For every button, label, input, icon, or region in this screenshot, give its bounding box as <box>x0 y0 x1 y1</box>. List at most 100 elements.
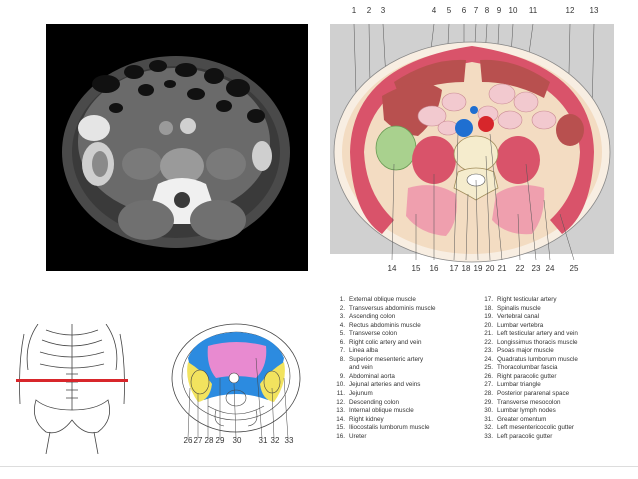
legend-item: 19. Vertebral canal <box>482 313 634 322</box>
abdominal-wall-muscle <box>350 46 594 234</box>
ct-aorta <box>180 118 196 134</box>
legend-item: 3.Ascending colon <box>334 313 479 322</box>
label-21: 21 <box>497 264 507 273</box>
label-29: 29 <box>215 436 225 445</box>
label-26: 26 <box>183 436 193 445</box>
small-right-kidney <box>190 369 210 395</box>
legend-item: 14. Right kidney <box>334 416 479 425</box>
label-14: 14 <box>387 264 397 273</box>
small-label-row: 26 27 28 29 30 31 32 33 <box>168 436 304 450</box>
legend-item: 31.Greater omentum <box>482 416 634 425</box>
legend-text: Psoas major muscle <box>497 347 554 355</box>
legend-number: 10. <box>336 381 345 389</box>
legend-number: 14. <box>336 415 345 423</box>
peritoneal-spaces-diagram <box>171 323 301 438</box>
label-9: 9 <box>496 6 502 15</box>
vena-cava <box>478 116 494 132</box>
legend-number: 30. <box>484 407 493 415</box>
ct-psoas-right <box>206 148 246 180</box>
arms <box>19 333 125 405</box>
legend-item: 25. Thoracolumbar fascia <box>482 364 634 373</box>
label-8: 8 <box>484 6 490 15</box>
legend-text: Posterior pararenal space <box>497 390 570 398</box>
legend-number: 23. <box>484 347 493 355</box>
rectus-abdominis-left <box>480 59 550 98</box>
ct-back-muscle-left <box>118 200 174 240</box>
label-33: 33 <box>284 436 294 445</box>
legend-text: Lumbar lymph nodes <box>497 407 556 415</box>
back-muscles-left <box>492 185 545 235</box>
legend-text: Right kidney <box>349 415 384 423</box>
legend-item: 7.Linea alba <box>334 347 479 356</box>
legend-text: Longissimus thoracis muscle <box>497 338 578 346</box>
label-11: 11 <box>528 6 538 15</box>
axial-section-diagram <box>330 24 614 263</box>
legend-number: 16. <box>336 432 345 440</box>
legend-number: 22. <box>484 338 493 346</box>
legend-number: 29. <box>484 398 493 406</box>
ct-right-kidney-core <box>92 151 108 177</box>
label-27: 27 <box>193 436 203 445</box>
label-10: 10 <box>508 6 518 15</box>
legend-text: Ureter <box>349 432 367 440</box>
legend-item: 16. Ureter <box>334 433 479 442</box>
jejunum-loops <box>417 83 557 136</box>
legend-text: Vertebral canal <box>497 313 540 321</box>
label-13: 13 <box>589 6 599 15</box>
label-4: 4 <box>431 6 437 15</box>
label-23: 23 <box>531 264 541 273</box>
legend-number: 9. <box>339 372 345 380</box>
legend-item: 17.Right testicular artery <box>482 296 634 305</box>
small-leader-lines <box>187 357 289 438</box>
label-22: 22 <box>515 264 525 273</box>
label-17: 17 <box>449 264 459 273</box>
label-1: 1 <box>351 6 357 15</box>
label-19: 19 <box>473 264 483 273</box>
legend-text: Jejunum <box>349 390 373 398</box>
legend-text: Lumbar vertebra <box>497 321 544 329</box>
legend-number: 1. <box>339 296 345 303</box>
pelvis <box>33 399 111 434</box>
ct-scan-image <box>46 24 308 271</box>
leader-lines-bottom <box>391 133 575 261</box>
bottom-divider <box>0 466 638 467</box>
legend-text: Abdominal aorta <box>349 372 395 380</box>
legend-item: 22. Longissimus thoracis muscle <box>482 339 634 348</box>
label-7: 7 <box>473 6 479 15</box>
legend-item: 12.Descending colon <box>334 399 479 408</box>
small-spine-and-back <box>207 389 265 427</box>
legend-text: Transversus abdominis muscle <box>349 304 436 312</box>
psoas-major-right <box>412 136 456 184</box>
legend-number: 19. <box>484 313 493 321</box>
space-pink <box>207 342 267 378</box>
femurs <box>45 431 99 454</box>
legend-text: Superior mesenteric artery <box>349 355 424 363</box>
legend-number: 25. <box>484 364 493 372</box>
label-6: 6 <box>461 6 467 15</box>
legend-number: 2. <box>339 304 345 312</box>
ct-back-muscle-right <box>190 200 246 240</box>
legend-number: 8. <box>339 355 345 363</box>
label-24: 24 <box>545 264 555 273</box>
section-level-marker <box>16 379 128 382</box>
legend-text: Thoracolumbar fascia <box>497 364 558 372</box>
legend-number: 7. <box>339 347 345 355</box>
descending-colon <box>556 114 584 146</box>
label-20: 20 <box>485 264 495 273</box>
legend-item: 2. Transversus abdominis muscle <box>334 305 479 314</box>
legend-text: Spinalis muscle <box>497 304 541 312</box>
label-31: 31 <box>258 436 268 445</box>
legend-item: 9. Abdominal aorta <box>334 373 479 382</box>
ct-bowel-gas <box>92 60 265 123</box>
legend-text: Left mesentericocolic gutter <box>497 424 574 432</box>
legend-item: 26.Right paracolic gutter <box>482 373 634 382</box>
ascending-colon <box>375 125 417 171</box>
legend-number: 27. <box>484 381 493 389</box>
legend-number: 18. <box>484 304 493 312</box>
legend-item: 18. Spinalis muscle <box>482 305 634 314</box>
legend-text: Ascending colon <box>349 313 396 321</box>
legend-number: 24. <box>484 355 493 363</box>
legend-text: Right testicular artery <box>497 296 557 303</box>
